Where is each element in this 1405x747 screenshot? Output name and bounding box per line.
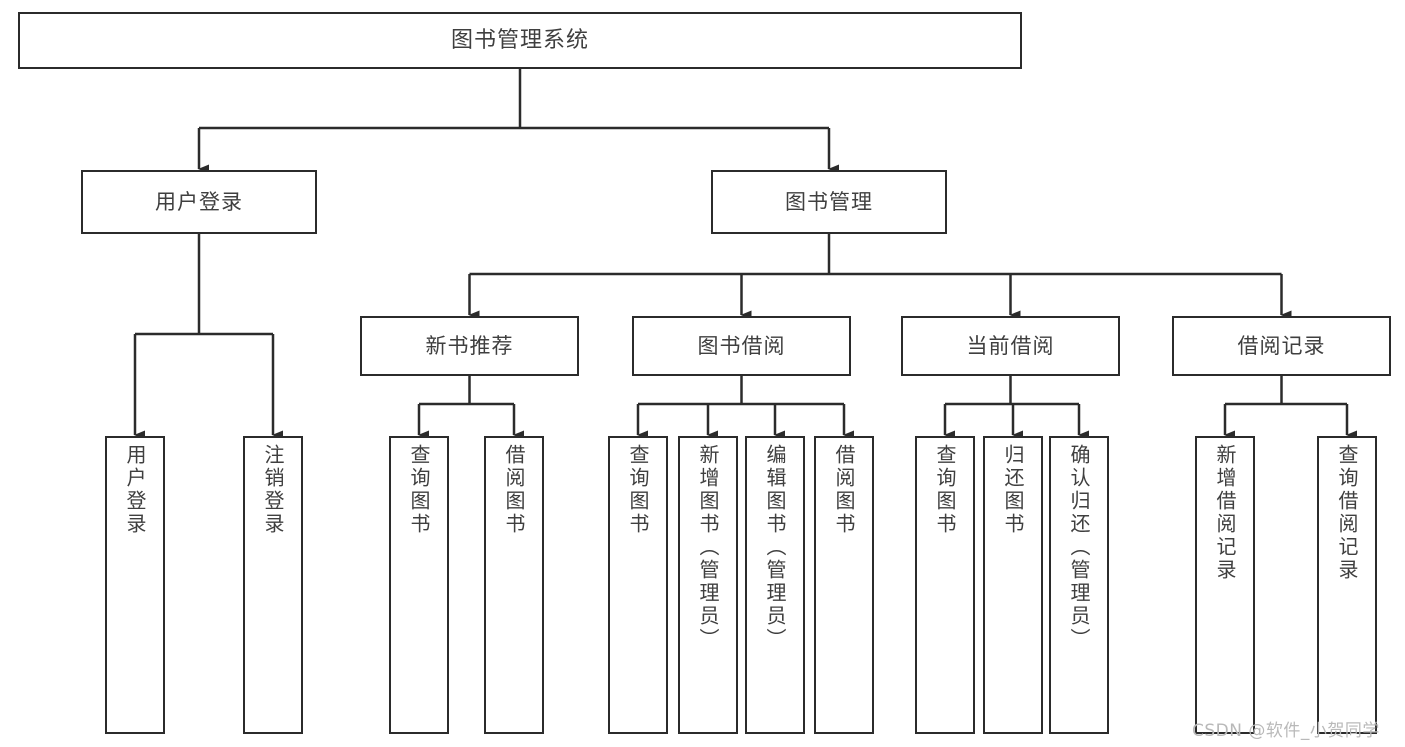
node-leaf-query-book-1[interactable]: 查询图书: [389, 436, 449, 734]
node-label: 新增借阅记录: [1213, 444, 1237, 582]
node-label: 注销登录: [261, 444, 285, 536]
node-label: 图书管理: [785, 189, 873, 214]
node-label: 借阅记录: [1237, 333, 1326, 358]
node-label: 当前借阅: [966, 333, 1055, 358]
node-label: 借阅图书: [832, 444, 856, 536]
node-leaf-return-book[interactable]: 归还图书: [983, 436, 1043, 734]
node-leaf-borrow-book-2[interactable]: 借阅图书: [814, 436, 874, 734]
node-leaf-query-book-3[interactable]: 查询图书: [915, 436, 975, 734]
node-l3-book-borrow[interactable]: 图书借阅: [632, 316, 851, 376]
node-label: 图书管理系统: [450, 27, 589, 53]
node-leaf-add-record[interactable]: 新增借阅记录: [1195, 436, 1255, 734]
node-label: 用户登录: [123, 444, 147, 536]
node-label: 借阅图书: [502, 444, 526, 536]
node-root[interactable]: 图书管理系统: [18, 12, 1022, 69]
node-leaf-borrow-book-1[interactable]: 借阅图书: [484, 436, 544, 734]
node-label: 编辑图书（管理员）: [763, 444, 787, 651]
node-label: 新书推荐: [425, 333, 514, 358]
node-l3-new-book-rec[interactable]: 新书推荐: [360, 316, 579, 376]
node-label: 查询借阅记录: [1335, 444, 1359, 582]
node-leaf-query-record[interactable]: 查询借阅记录: [1317, 436, 1377, 734]
node-label: 新增图书（管理员）: [696, 444, 720, 651]
node-label: 图书借阅: [697, 333, 786, 358]
node-leaf-confirm-ret[interactable]: 确认归还（管理员）: [1049, 436, 1109, 734]
node-label: 查询图书: [407, 444, 431, 536]
node-leaf-user-login[interactable]: 用户登录: [105, 436, 165, 734]
node-label: 查询图书: [933, 444, 957, 536]
node-label: 确认归还（管理员）: [1067, 444, 1091, 651]
node-label: 归还图书: [1001, 444, 1025, 536]
node-l3-borrow-record[interactable]: 借阅记录: [1172, 316, 1391, 376]
node-label: 查询图书: [626, 444, 650, 536]
node-l2-user-login[interactable]: 用户登录: [81, 170, 317, 234]
edge-group: [133, 69, 1357, 440]
node-l2-book-manage[interactable]: 图书管理: [711, 170, 947, 234]
node-leaf-edit-book[interactable]: 编辑图书（管理员）: [745, 436, 805, 734]
node-leaf-add-book[interactable]: 新增图书（管理员）: [678, 436, 738, 734]
node-l3-current-borrow[interactable]: 当前借阅: [901, 316, 1120, 376]
node-leaf-logout[interactable]: 注销登录: [243, 436, 303, 734]
node-leaf-query-book-2[interactable]: 查询图书: [608, 436, 668, 734]
node-label: 用户登录: [155, 189, 243, 214]
